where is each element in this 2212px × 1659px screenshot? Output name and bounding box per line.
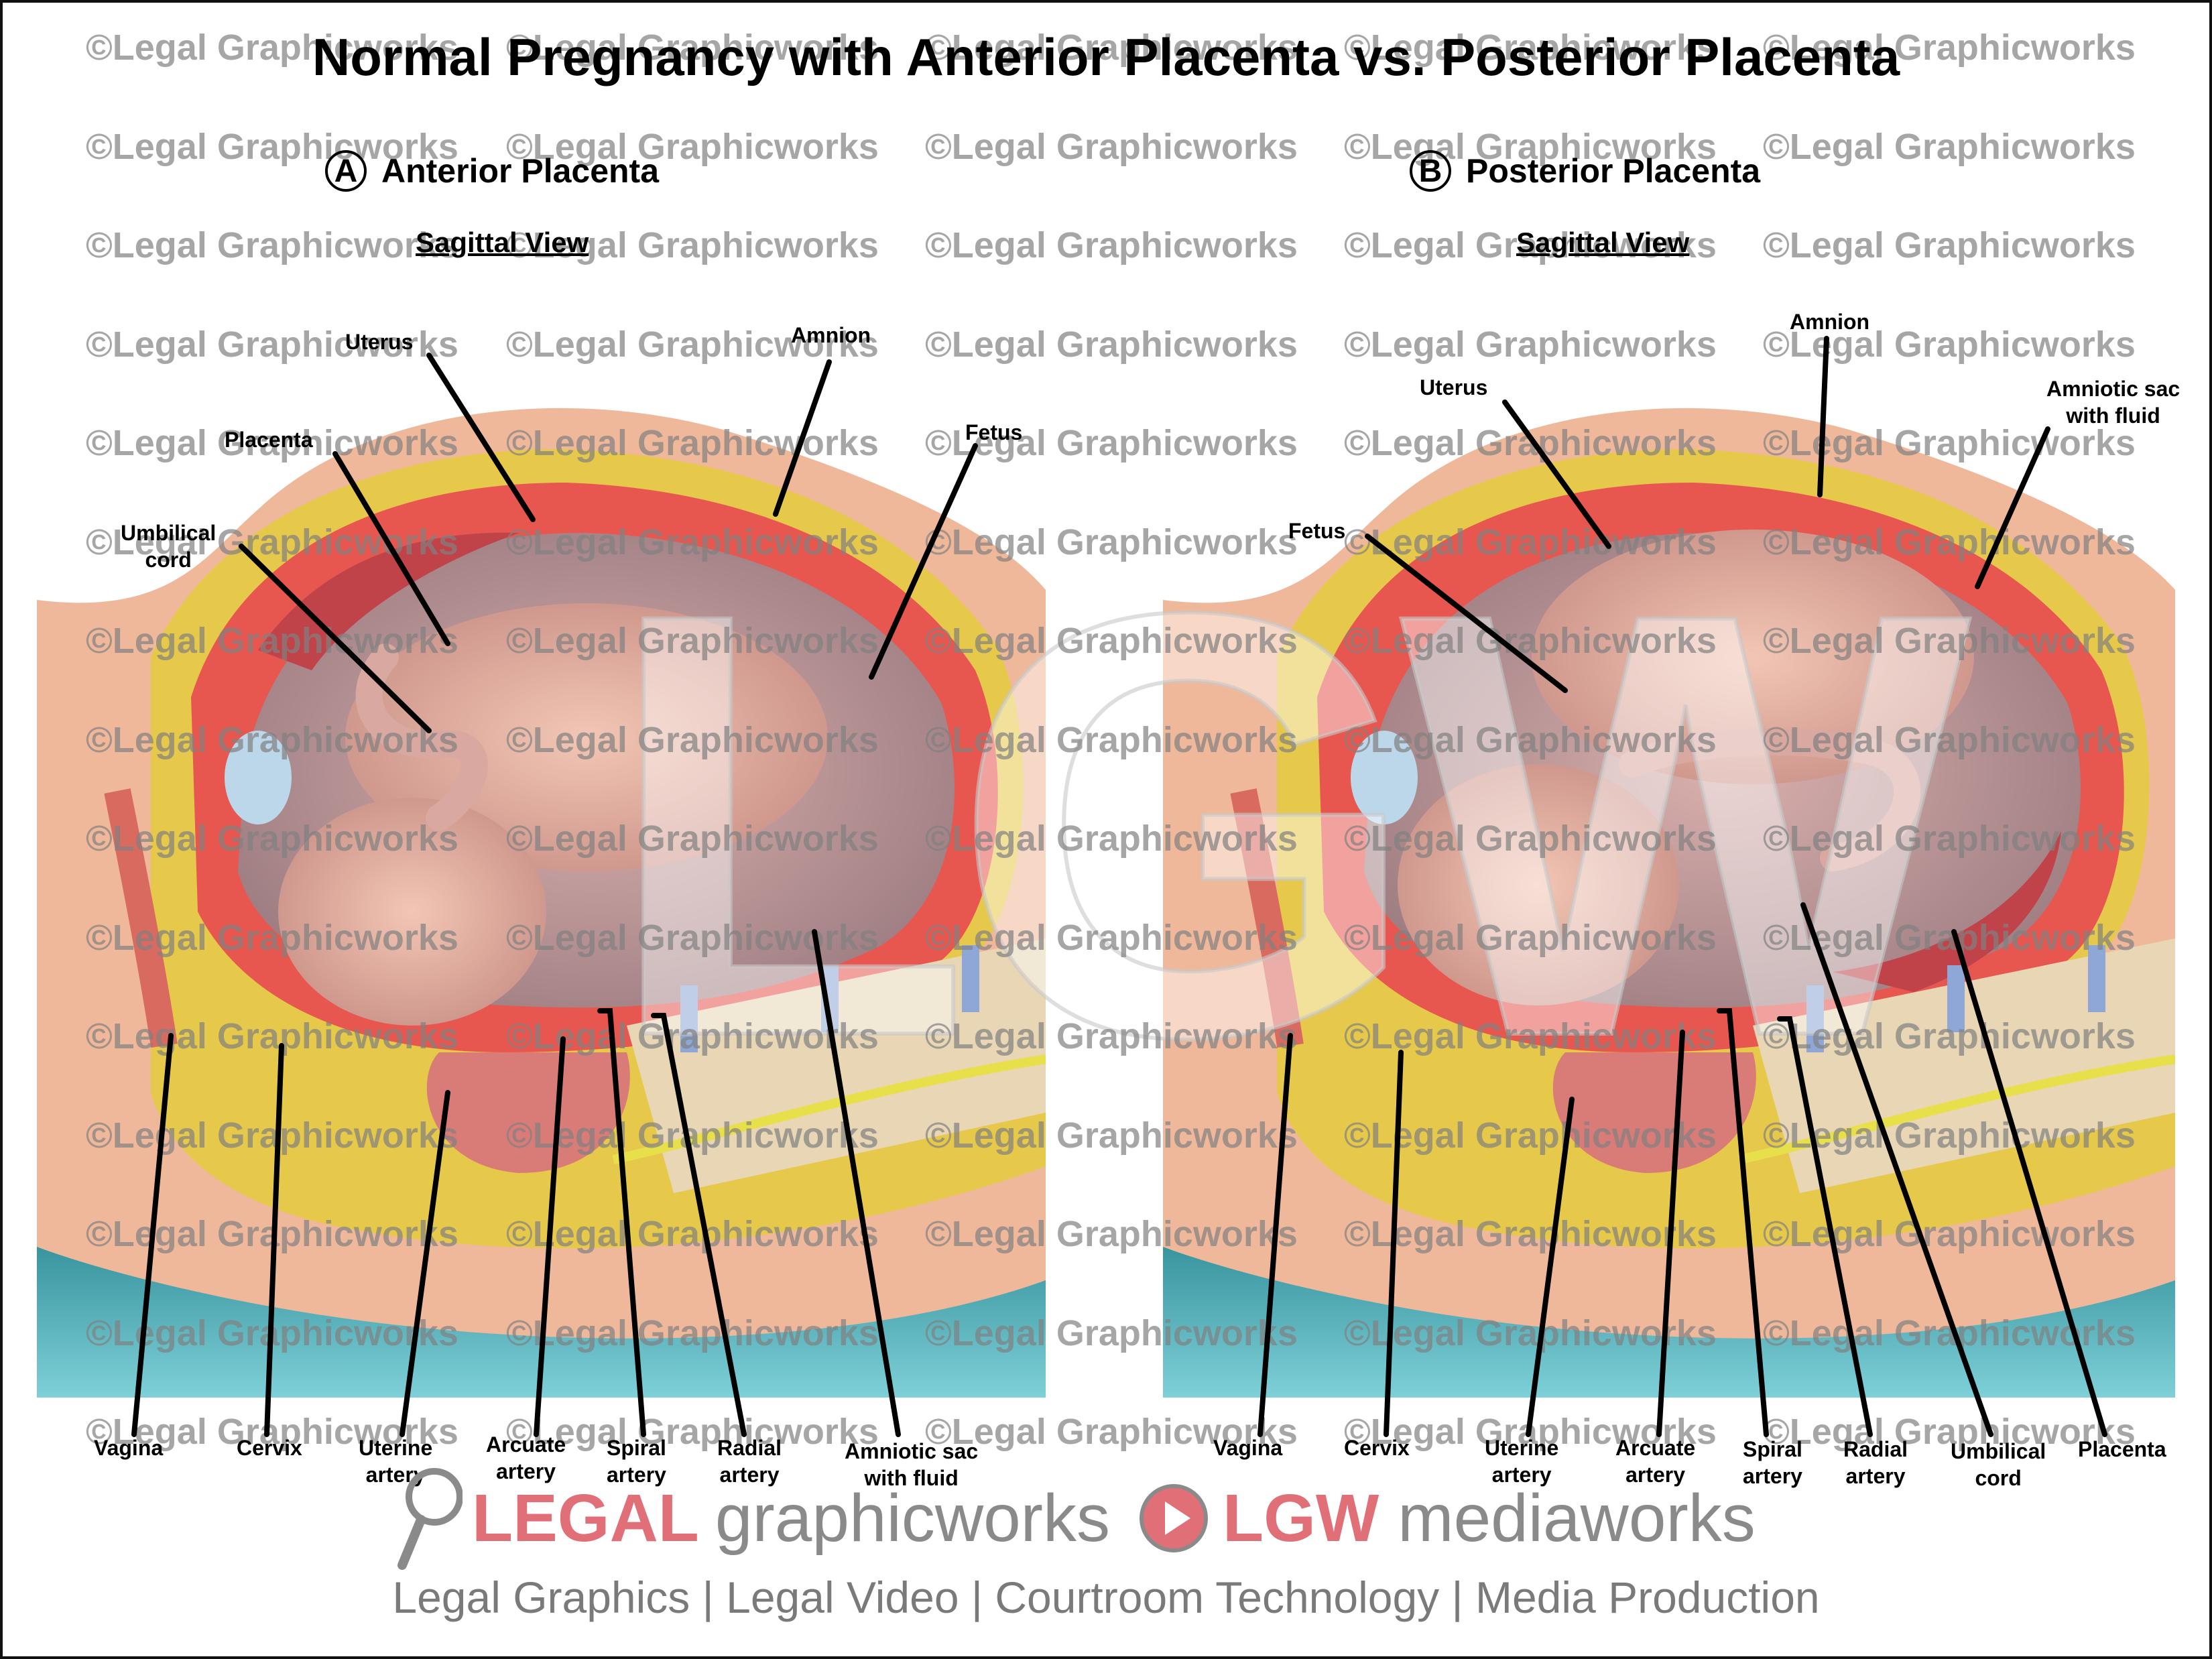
panel-a-letter: A [325, 150, 367, 192]
label-arcuate-artery-b: Arcuate artery [1615, 1436, 1696, 1487]
label-spiral-artery-a: Spiral artery [607, 1436, 666, 1487]
label-cervix-a: Cervix [237, 1436, 302, 1460]
magnifier-icon [397, 1468, 463, 1570]
logo-graphicworks: graphicworks [715, 1480, 1110, 1556]
lgw-watermark: LGW [601, 487, 1972, 1162]
panel-a-heading: A Anterior Placenta [325, 150, 659, 192]
label-fetus-b: Fetus [1288, 519, 1346, 543]
page-title: Normal Pregnancy with Anterior Placenta … [312, 27, 1900, 86]
panel-b-view: Sagittal View [1516, 227, 1690, 258]
label-amnion-a: Amnion [791, 323, 871, 347]
label-radial-artery-b: Radial artery [1843, 1437, 1908, 1488]
label-amnion-b: Amnion [1790, 310, 1870, 334]
label-umbilical-cord-a: Umbilical cord [121, 521, 217, 572]
label-fetus-a: Fetus [965, 420, 1023, 444]
label-spiral-artery-b: Spiral artery [1743, 1437, 1802, 1488]
logo-mediaworks: mediaworks [1398, 1480, 1756, 1556]
label-umbilical-cord-b: Umbilical cord [1951, 1439, 2046, 1490]
label-uterine-artery-b: Uterine artery [1485, 1436, 1559, 1487]
panel-a-view: Sagittal View [416, 227, 589, 258]
panel-b-heading: B Posterior Placenta [1410, 150, 1760, 192]
label-amniotic-sac-a: Amniotic sac with fluid [845, 1439, 979, 1490]
label-uterus-b: Uterus [1420, 375, 1488, 400]
logo-legal: LEGAL [472, 1480, 699, 1556]
label-radial-artery-a: Radial artery [717, 1436, 782, 1487]
label-vagina-a: Vagina [94, 1436, 164, 1460]
footer-logo: LEGAL graphicworks LGW mediaworks [395, 1468, 1756, 1570]
label-cervix-b: Cervix [1344, 1436, 1410, 1460]
logo-lgw: LGW [1223, 1480, 1379, 1556]
label-vagina-b: Vagina [1213, 1436, 1283, 1460]
panel-b-title: Posterior Placenta [1466, 152, 1761, 190]
label-amniotic-sac-b: Amniotic sac with fluid [2046, 377, 2180, 428]
label-uterine-artery-a: Uterine artery [359, 1436, 433, 1487]
label-placenta-a: Placenta [225, 428, 313, 452]
panel-b-letter: B [1410, 150, 1451, 192]
label-placenta-b: Placenta [2078, 1437, 2166, 1461]
play-icon [1140, 1484, 1208, 1552]
footer-tagline: Legal Graphics | Legal Video | Courtroom… [392, 1573, 1820, 1622]
label-uterus-a: Uterus [345, 330, 414, 354]
panel-a-title: Anterior Placenta [381, 152, 660, 190]
